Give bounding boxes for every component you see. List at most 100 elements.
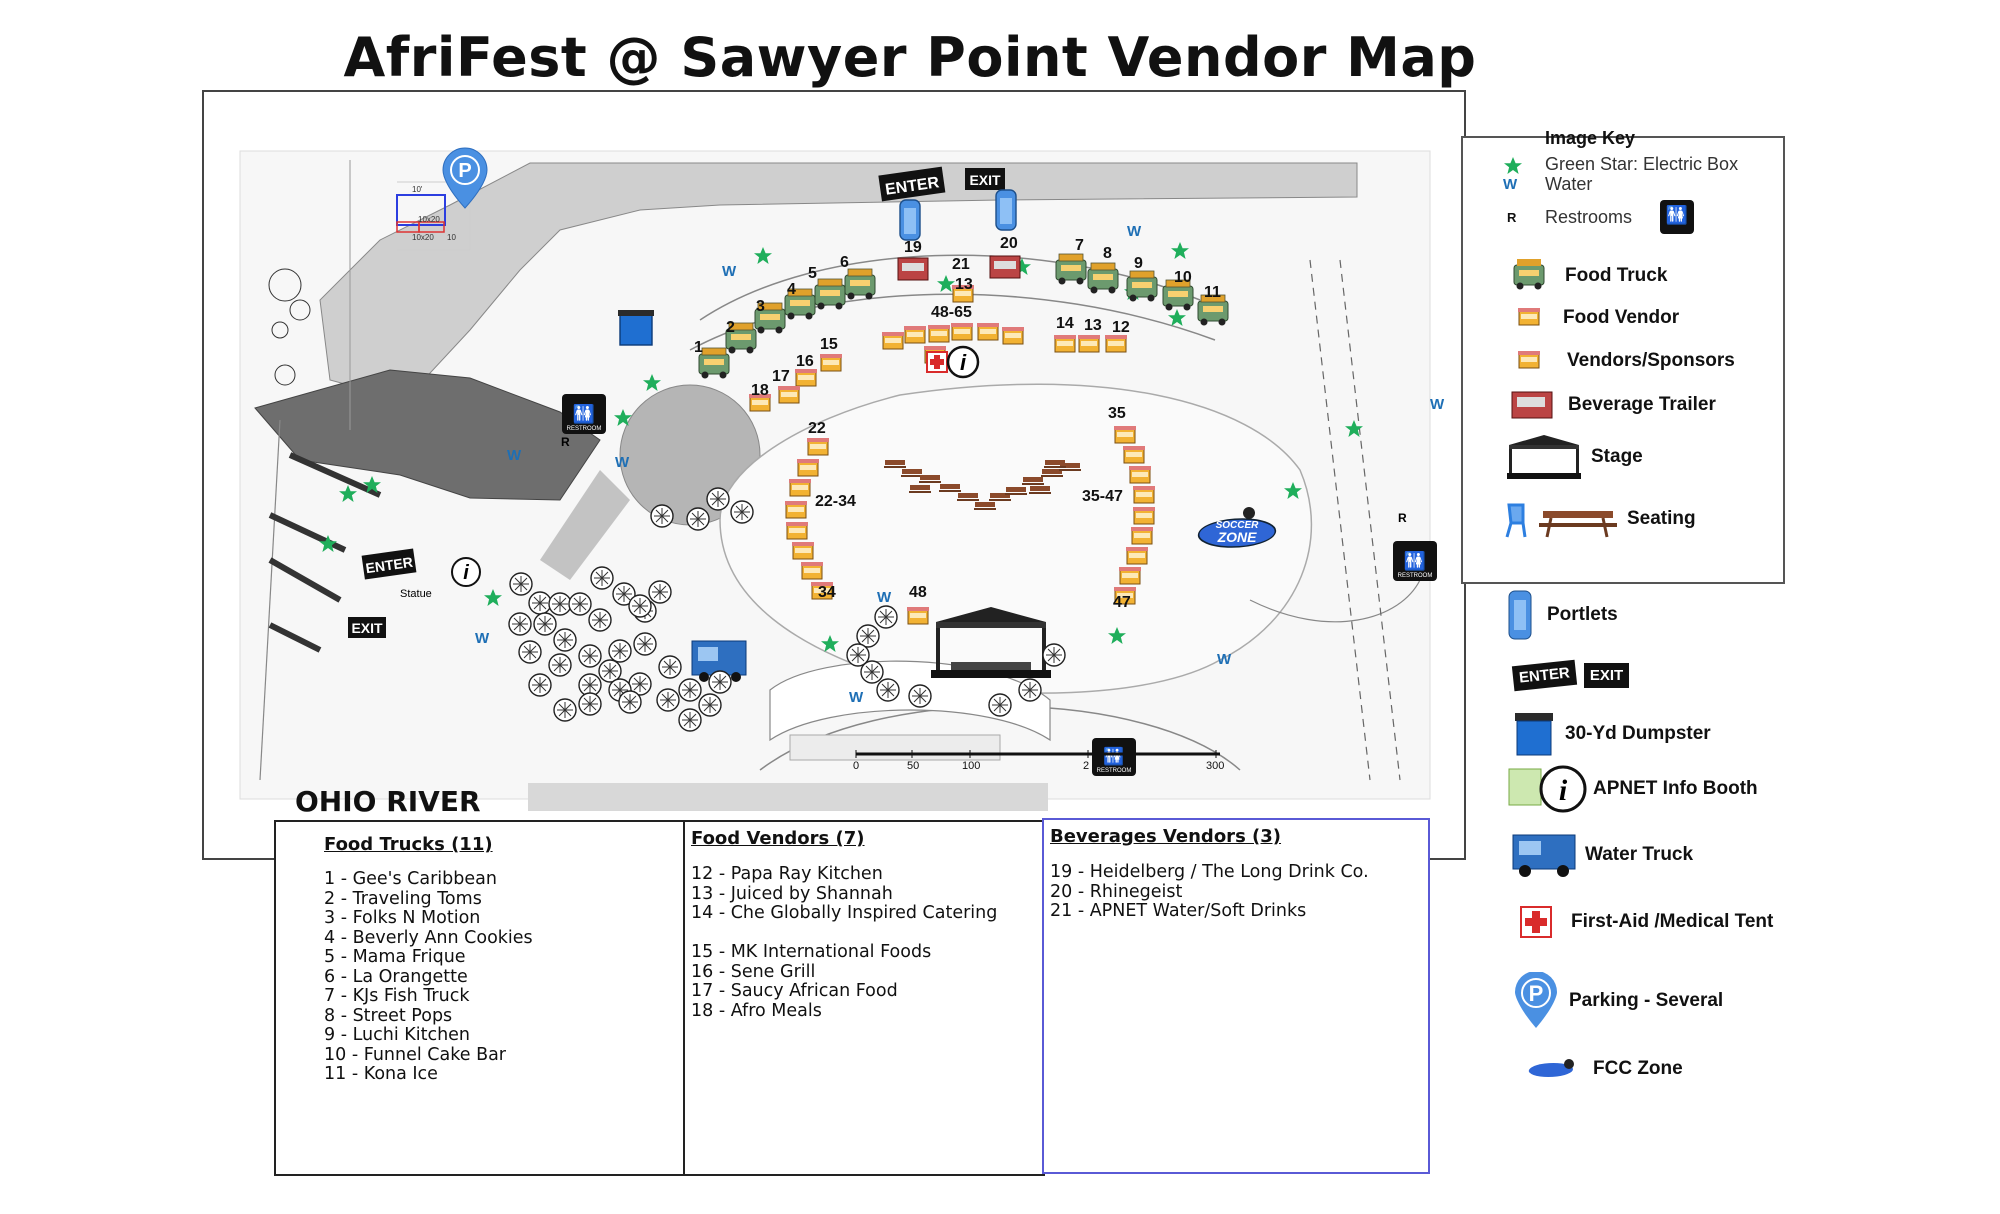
svg-text:P: P — [458, 160, 471, 182]
svg-text:4: 4 — [787, 281, 796, 298]
svg-text:RESTROOM: RESTROOM — [567, 426, 602, 432]
key-food-truck: Food Truck — [1513, 259, 1667, 293]
svg-text:50: 50 — [907, 760, 919, 772]
first-aid-icon — [1520, 906, 1552, 938]
fcc-zone-icon — [1528, 1059, 1574, 1077]
tree-icon — [860, 660, 884, 684]
beverage-trailer-icon — [1511, 391, 1553, 419]
svg-text:W: W — [1217, 651, 1232, 668]
svg-text:35: 35 — [1108, 405, 1126, 422]
svg-text:17: 17 — [772, 368, 790, 385]
key-parking: P Parking - Several — [1513, 972, 1723, 1030]
portlet-icon — [899, 199, 921, 241]
statue-label: Statue — [400, 588, 432, 600]
water-w-icon: W — [1503, 176, 1518, 193]
list-item: 3 - Folks N Motion — [324, 908, 481, 928]
svg-text:i: i — [1559, 774, 1568, 807]
svg-text:22-34: 22-34 — [815, 493, 856, 510]
food-vendor-icon — [1518, 308, 1540, 326]
svg-text:SOCCER: SOCCER — [1216, 520, 1260, 531]
dumpster-icon — [1515, 713, 1553, 756]
beverage-vendors-title: Beverages Vendors (3) — [1050, 826, 1282, 847]
key-restrooms: R Restrooms 🚻 — [1507, 200, 1695, 234]
tree-icon — [730, 500, 754, 524]
key-electric-box: Green Star: Electric Box — [1503, 154, 1738, 175]
list-item: 2 - Traveling Toms — [324, 888, 482, 909]
svg-text:RESTROOM: RESTROOM — [1097, 768, 1132, 774]
svg-text:P: P — [1529, 981, 1544, 1006]
key-food-vendor: Food Vendor — [1515, 304, 1679, 332]
svg-text:22: 22 — [808, 420, 826, 437]
dumpster-icon — [618, 310, 654, 346]
svg-text:47: 47 — [1113, 594, 1131, 611]
svg-text:2: 2 — [726, 319, 735, 336]
food-trucks-title: Food Trucks (11) — [324, 834, 493, 855]
svg-text:9: 9 — [1134, 255, 1143, 272]
svg-text:15: 15 — [820, 336, 838, 353]
green-star-icon — [1504, 156, 1522, 174]
list-item: 13 - Juiced by Shannah — [691, 883, 893, 904]
tree-icon — [553, 698, 577, 722]
key-water: W Water — [1503, 174, 1593, 194]
tree-icon — [908, 684, 932, 708]
svg-text:1: 1 — [694, 339, 703, 356]
svg-text:35-47: 35-47 — [1082, 488, 1123, 505]
svg-text:10x20: 10x20 — [418, 215, 440, 224]
restroom-sign-right: 🚻 RESTROOM — [1393, 541, 1437, 581]
svg-text:7: 7 — [1075, 237, 1084, 254]
info-icon-statue: i — [451, 557, 481, 587]
svg-text:W: W — [722, 263, 737, 280]
tree-icon — [1042, 643, 1066, 667]
list-item: 8 - Street Pops — [324, 1005, 453, 1026]
list-item: 10 - Funnel Cake Bar — [324, 1044, 506, 1065]
first-aid-icon — [926, 351, 948, 373]
svg-text:i: i — [463, 562, 469, 584]
tree-icon — [548, 653, 572, 677]
list-item: 9 - Luchi Kitchen — [324, 1025, 471, 1045]
svg-text:RESTROOM: RESTROOM — [1398, 573, 1433, 579]
svg-text:12: 12 — [1112, 319, 1130, 336]
tree-icon — [568, 592, 592, 616]
vendor-sponsor-icon — [1518, 351, 1540, 369]
svg-text:48-65: 48-65 — [931, 304, 972, 321]
svg-text:20: 20 — [1000, 235, 1018, 252]
food-truck-icon — [1513, 259, 1545, 290]
tree-icon — [509, 572, 533, 596]
svg-text:34: 34 — [818, 584, 836, 601]
scale-bar: 0 50 100 2 300 — [853, 750, 1224, 772]
key-info-booth: i APNET Info Booth — [1507, 763, 1758, 815]
tree-icon — [708, 670, 732, 694]
svg-text:0: 0 — [853, 760, 859, 772]
list-item: 17 - Saucy African Food — [691, 981, 898, 1001]
list-item — [691, 924, 997, 944]
tree-icon — [678, 708, 702, 732]
svg-text:W: W — [1127, 223, 1142, 240]
restroom-r-icon: R — [1507, 209, 1517, 225]
tree-icon — [590, 566, 614, 590]
svg-text:18: 18 — [751, 382, 769, 399]
svg-text:48: 48 — [909, 584, 927, 601]
beverage-vendors-list: Beverages Vendors (3) 19 - Heidelberg / … — [1042, 818, 1430, 1174]
list-item: 5 - Mama Frique — [324, 947, 466, 967]
svg-text:i: i — [960, 350, 967, 375]
svg-text:10': 10' — [412, 185, 423, 194]
svg-text:16: 16 — [796, 353, 814, 370]
svg-text:11: 11 — [1204, 284, 1221, 301]
svg-text:3: 3 — [756, 298, 765, 315]
key-dumpster: 30-Yd Dumpster — [1513, 711, 1711, 757]
key-stage: Stage — [1505, 433, 1643, 481]
list-item: 7 - KJs Fish Truck — [324, 986, 470, 1006]
tree-icon — [578, 644, 602, 668]
tree-icon — [988, 693, 1012, 717]
svg-text:ENTER: ENTER — [365, 554, 414, 576]
tree-icon — [553, 628, 577, 652]
restroom-sign-icon: 🚻 — [1660, 200, 1695, 234]
tree-icon — [518, 640, 542, 664]
tree-icon — [686, 507, 710, 531]
tree-icon — [533, 612, 557, 636]
tree-icon — [678, 678, 702, 702]
list-item: 15 - MK International Foods — [691, 942, 932, 962]
svg-text:ZONE: ZONE — [1217, 529, 1258, 545]
